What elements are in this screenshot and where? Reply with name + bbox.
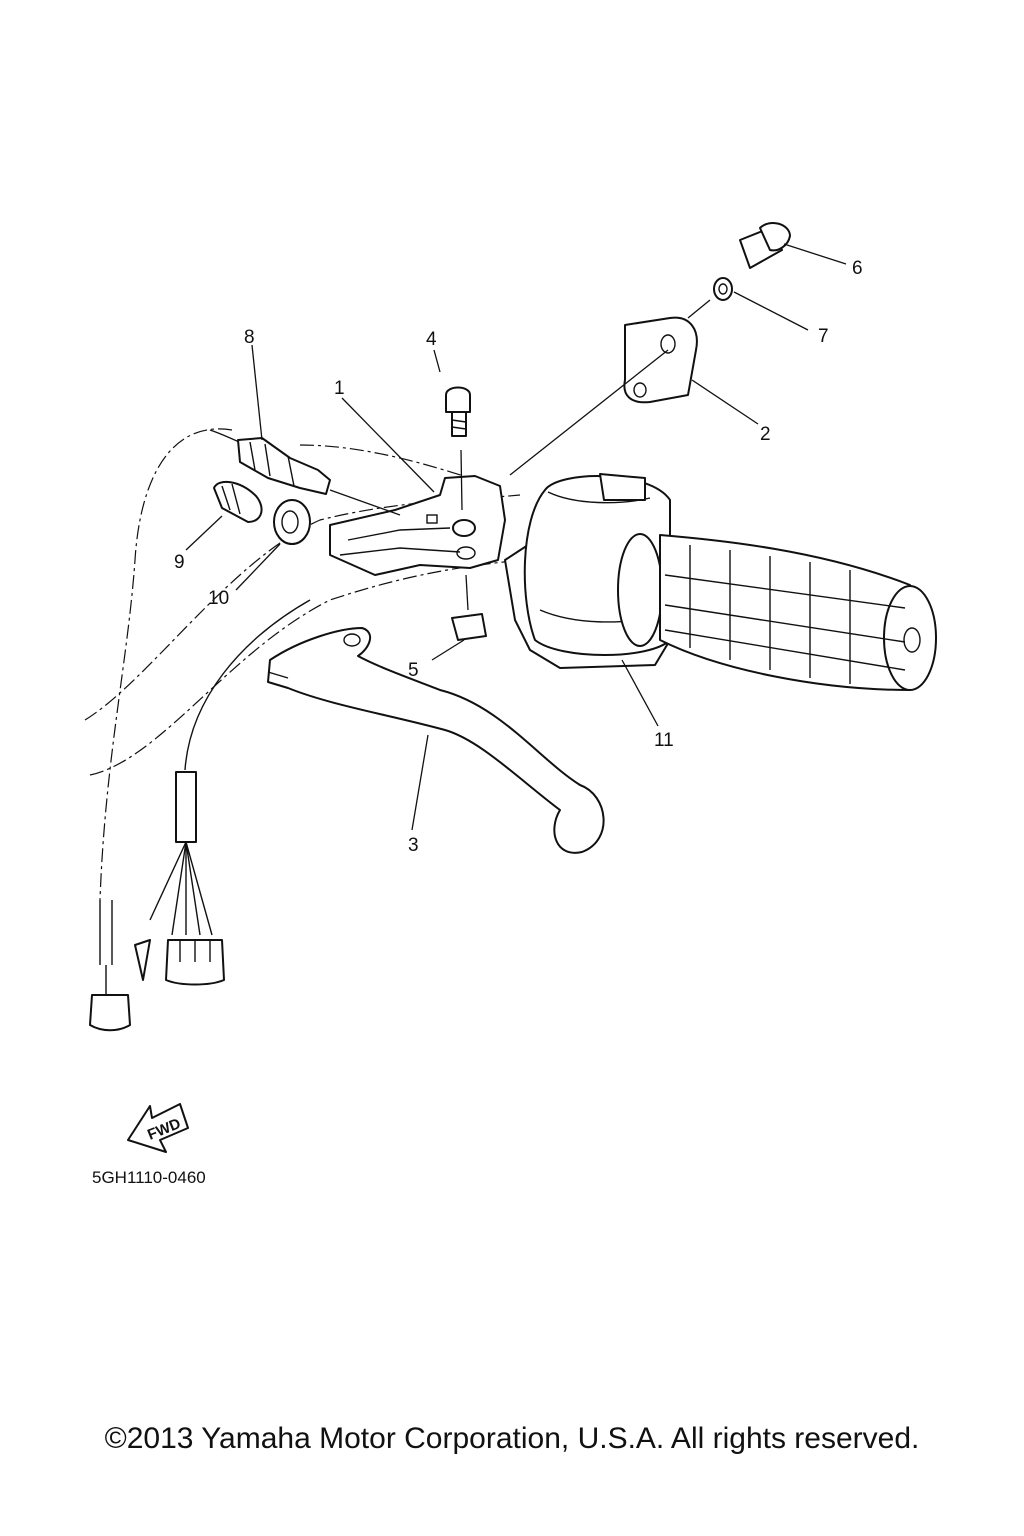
handlebar-grip — [659, 534, 937, 691]
callout-8: 8 — [244, 327, 255, 348]
lever-holder-part-1 — [329, 475, 506, 576]
callout-3: 3 — [408, 835, 419, 856]
callout-6: 6 — [852, 258, 863, 279]
forward-direction-arrow-icon: FWD — [127, 1103, 189, 1153]
lock-ring-part-10 — [273, 499, 311, 545]
callout-9: 9 — [174, 552, 185, 573]
callout-7: 7 — [818, 326, 829, 347]
callout-2: 2 — [760, 424, 771, 445]
copyright-notice: ©2013 Yamaha Motor Corporation, U.S.A. A… — [105, 1422, 920, 1455]
callout-1: 1 — [334, 378, 345, 399]
brake-lever-part-3 — [267, 627, 605, 854]
leader-lines — [185, 243, 847, 831]
wire-harness — [89, 428, 311, 1032]
screw-part-6 — [739, 221, 791, 269]
cable-adjuster-part-8 — [237, 437, 331, 495]
washer-part-7 — [687, 277, 733, 319]
bolt-part-4 — [445, 386, 471, 511]
callout-4: 4 — [426, 329, 437, 350]
callout-11: 11 — [654, 730, 674, 751]
switch-housing-part-11 — [504, 473, 671, 669]
clamp-part-2 — [509, 316, 698, 476]
callout-10: 10 — [208, 588, 229, 609]
callout-labels: 1 2 3 4 5 6 7 8 9 10 11 — [174, 258, 863, 856]
callout-5: 5 — [408, 660, 419, 681]
nut-part-5 — [451, 574, 487, 641]
part-code: 5GH1110-0460 — [92, 1168, 206, 1187]
adjuster-nut-part-9 — [213, 480, 263, 523]
